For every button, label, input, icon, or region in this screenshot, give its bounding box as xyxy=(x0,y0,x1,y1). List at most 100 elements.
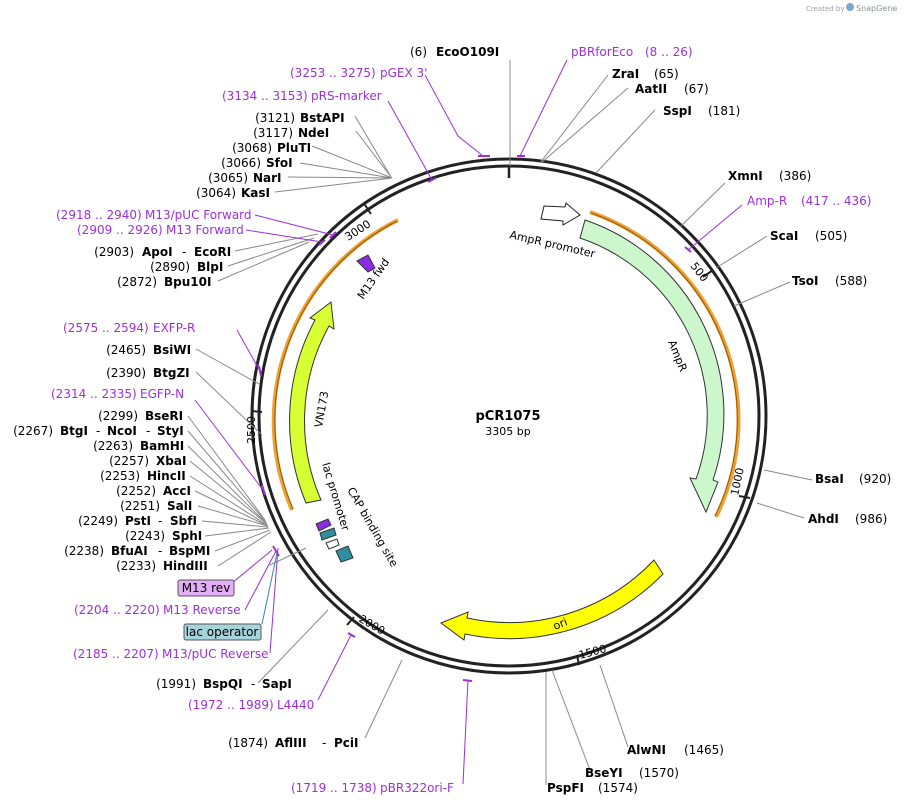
enzyme-sali[interactable]: SalI xyxy=(167,499,192,513)
backbone-outer xyxy=(250,157,768,675)
enzyme-hincii[interactable]: HincII xyxy=(147,469,186,483)
enzyme-bsiwi[interactable]: BsiWI xyxy=(153,343,191,357)
snapgene-logo-icon xyxy=(846,3,854,11)
enzyme-sep-ncoi: - xyxy=(146,424,150,438)
tick-2000 xyxy=(346,616,355,626)
enzyme-pos-bfuai: (2238) xyxy=(64,544,104,558)
lac-promoter-arrow[interactable] xyxy=(325,538,340,550)
enzyme-sep-afliii: - xyxy=(322,736,326,750)
vn173-orf-edge xyxy=(274,220,398,510)
enzyme-styi[interactable]: StyI xyxy=(157,424,184,438)
enzyme-apoi[interactable]: ApoI xyxy=(142,245,173,259)
primer-exfp-r[interactable]: EXFP-R xyxy=(153,321,195,335)
primer-pbrforeco[interactable]: pBRforEco xyxy=(571,45,633,59)
vn173-label: VN173 xyxy=(312,390,331,428)
primer-m13-reverse[interactable]: M13 Reverse xyxy=(163,603,241,617)
primer-l4440[interactable]: L4440 xyxy=(277,698,314,712)
primer-m13-forward[interactable]: M13 Forward xyxy=(166,223,244,237)
enzyme-btgzi[interactable]: BtgZI xyxy=(153,366,190,380)
enzyme-pos-bsiwi: (2465) xyxy=(106,343,146,357)
enzyme-bpu10i[interactable]: Bpu10I xyxy=(164,275,211,289)
enzyme-pspfi[interactable]: PspFI xyxy=(547,781,584,795)
enzyme-pos-hincii: (2253) xyxy=(100,469,140,483)
primer-pbr322ori-f[interactable]: pBR322ori-F xyxy=(380,781,454,795)
enzyme-btgi[interactable]: BtgI xyxy=(60,424,88,438)
enzyme-pcii[interactable]: PciI xyxy=(334,736,359,750)
enzyme-pos-ndei: (3117) xyxy=(253,126,293,140)
enzyme-scai[interactable]: ScaI xyxy=(770,229,798,243)
enzyme-psti[interactable]: PstI xyxy=(125,514,151,528)
primer-range-pgex3: (3253 .. 3275) xyxy=(290,66,376,80)
primer-range-m13-reverse: (2204 .. 2220) xyxy=(74,603,160,617)
primer-m13puc-reverse[interactable]: M13/pUC Reverse xyxy=(162,647,269,661)
enzyme-bspqi[interactable]: BspQI xyxy=(203,677,243,691)
enzyme-pos-kasi: (3064) xyxy=(196,186,236,200)
primer-range-m13-forward: (2909 .. 2926) xyxy=(77,223,163,237)
enzyme-zrai[interactable]: ZraI xyxy=(612,67,639,81)
enzyme-bfuai[interactable]: BfuAI xyxy=(111,544,148,558)
enzyme-ahdi[interactable]: AhdI xyxy=(808,512,839,526)
enzyme-ndei[interactable]: NdeI xyxy=(298,126,329,140)
enzyme-bspmi[interactable]: BspMI xyxy=(169,544,210,558)
enzyme-pos-bseyi: (1570) xyxy=(639,766,679,780)
enzyme-bseyi[interactable]: BseYI xyxy=(585,766,623,780)
enzyme-ecoo109i[interactable]: EcoO109I xyxy=(436,45,499,59)
enzyme-ncoi[interactable]: NcoI xyxy=(107,424,137,438)
enzyme-aatii[interactable]: AatII xyxy=(635,82,667,96)
enzyme-bseri[interactable]: BseRI xyxy=(145,409,183,423)
enzyme-pos-ahdi: (986) xyxy=(855,512,887,526)
enzyme-sbfi[interactable]: SbfI xyxy=(170,514,197,528)
vn173-arrow[interactable] xyxy=(289,301,335,504)
enzyme-bamhi[interactable]: BamHI xyxy=(140,439,184,453)
enzyme-sapi[interactable]: SapI xyxy=(262,677,292,691)
enzyme-nari[interactable]: NarI xyxy=(253,171,282,185)
enzyme-ecori[interactable]: EcoRI xyxy=(194,245,231,259)
enzyme-xmni[interactable]: XmnI xyxy=(728,169,763,183)
ampr-promoter-arrow[interactable] xyxy=(540,202,581,226)
tick-500 xyxy=(702,269,714,278)
lac-operator-box-label: lac operator xyxy=(186,625,259,639)
enzyme-pos-tsoi: (588) xyxy=(835,274,867,288)
enzyme-pos-bseri: (2299) xyxy=(98,409,138,423)
leader-lines xyxy=(187,60,813,785)
enzyme-bsai[interactable]: BsaI xyxy=(815,472,844,486)
enzyme-hindiii[interactable]: HindIII xyxy=(163,559,208,573)
ampr-arrow[interactable] xyxy=(579,219,725,514)
enzyme-pos-scai: (505) xyxy=(815,229,847,243)
m13-fwd-arrow[interactable] xyxy=(356,254,376,273)
primer-prs-marker[interactable]: pRS-marker xyxy=(311,89,382,103)
enzyme-bstapi[interactable]: BstAPI xyxy=(300,111,345,125)
ori-arrow[interactable] xyxy=(439,559,664,641)
ampr-label: AmpR xyxy=(665,338,689,374)
enzyme-sfoi[interactable]: SfoI xyxy=(266,156,293,170)
enzyme-sphi[interactable]: SphI xyxy=(172,529,202,543)
m13-rev-box[interactable] xyxy=(177,579,235,597)
lac-operator-box[interactable] xyxy=(183,623,262,641)
cap-site-arrow[interactable] xyxy=(335,545,354,563)
enzyme-blpi[interactable]: BlpI xyxy=(197,260,223,274)
plasmid-length: 3305 bp xyxy=(485,425,530,438)
tick-label-1000: 1000 xyxy=(728,467,747,497)
primer-range-egfp-n: (2314 .. 2335) xyxy=(51,387,137,401)
tick-1000 xyxy=(738,495,751,499)
primer-pgex3[interactable]: pGEX 3' xyxy=(380,66,427,80)
lac-operator-arrow[interactable] xyxy=(319,527,337,541)
plasmid-name: pCR1075 xyxy=(475,409,540,424)
enzyme-tsoi[interactable]: TsoI xyxy=(792,274,818,288)
credit-text: Created by xyxy=(806,5,845,13)
primer-egfp-n[interactable]: EGFP-N xyxy=(140,387,184,401)
enzyme-alwni[interactable]: AlwNI xyxy=(627,743,666,757)
enzyme-acci[interactable]: AccI xyxy=(163,484,191,498)
enzyme-pos-blpi: (2890) xyxy=(150,260,190,274)
primer-range-l4440: (1972 .. 1989) xyxy=(188,698,274,712)
enzyme-pos-ecoo109i: (6) xyxy=(410,45,427,59)
primer-m13puc-forward[interactable]: M13/pUC Forward xyxy=(145,208,252,222)
enzyme-kasi[interactable]: KasI xyxy=(241,186,270,200)
enzyme-pluti[interactable]: PluTI xyxy=(277,141,311,155)
m13-rev-arrow[interactable] xyxy=(315,518,332,532)
enzyme-xbai[interactable]: XbaI xyxy=(156,454,186,468)
primer-amp-r[interactable]: Amp-R xyxy=(747,194,787,208)
enzyme-sspi[interactable]: SspI xyxy=(663,104,692,118)
enzyme-pos-psti: (2249) xyxy=(78,514,118,528)
enzyme-afliii[interactable]: AflIII xyxy=(275,736,307,750)
